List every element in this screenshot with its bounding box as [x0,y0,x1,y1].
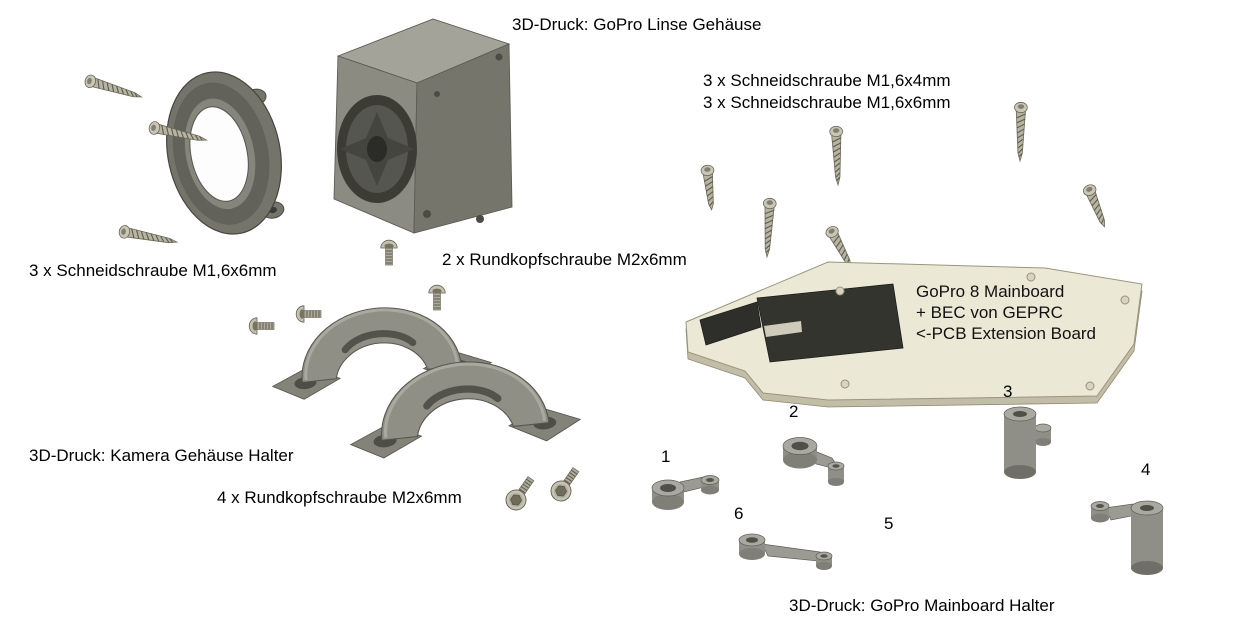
holder-part-6 [738,533,833,570]
pcb-note-line3: <-PCB Extension Board [916,324,1097,343]
pcb-note-line1: GoPro 8 Mainboard [916,282,1065,301]
lens-ring [166,71,285,235]
pcb-extension-board [685,261,1143,408]
label-round-screws-four: 4 x Rundkopfschraube M2x6mm [217,488,462,507]
label-screws-right-2: 3 x Schneidschraube M1,6x6mm [703,93,951,112]
tap-screws-right [700,101,1111,271]
part-number-2: 2 [789,402,799,421]
part-number-1: 1 [661,447,671,466]
mainboard-module [699,283,904,363]
part-number-4: 4 [1141,460,1151,479]
holder-part-4 [1090,500,1164,575]
part-number-6: 6 [734,504,744,523]
camera-housing-clamp-front [343,350,582,461]
part-number-3: 3 [1003,382,1013,401]
holder-part-3 [1003,406,1052,479]
holder-part-2 [782,437,845,486]
lens-housing [333,18,513,234]
label-screws-left: 3 x Schneidschraube M1,6x6mm [29,261,277,280]
label-camera-holder: 3D-Druck: Kamera Gehäuse Halter [29,446,294,465]
label-screws-right-1: 3 x Schneidschraube M1,6x4mm [703,71,951,90]
label-lens-housing: 3D-Druck: GoPro Linse Gehäuse [512,15,762,34]
label-round-screws-two: 2 x Rundkopfschraube M2x6mm [442,250,687,269]
pcb-note-line2: + BEC von GEPRC [916,303,1063,322]
part-number-5: 5 [884,514,894,533]
holder-part-1 [651,475,720,510]
pcb-note: GoPro 8 Mainboard + BEC von GEPRC <-PCB … [916,281,1096,344]
label-mainboard-holder: 3D-Druck: GoPro Mainboard Halter [789,596,1055,615]
